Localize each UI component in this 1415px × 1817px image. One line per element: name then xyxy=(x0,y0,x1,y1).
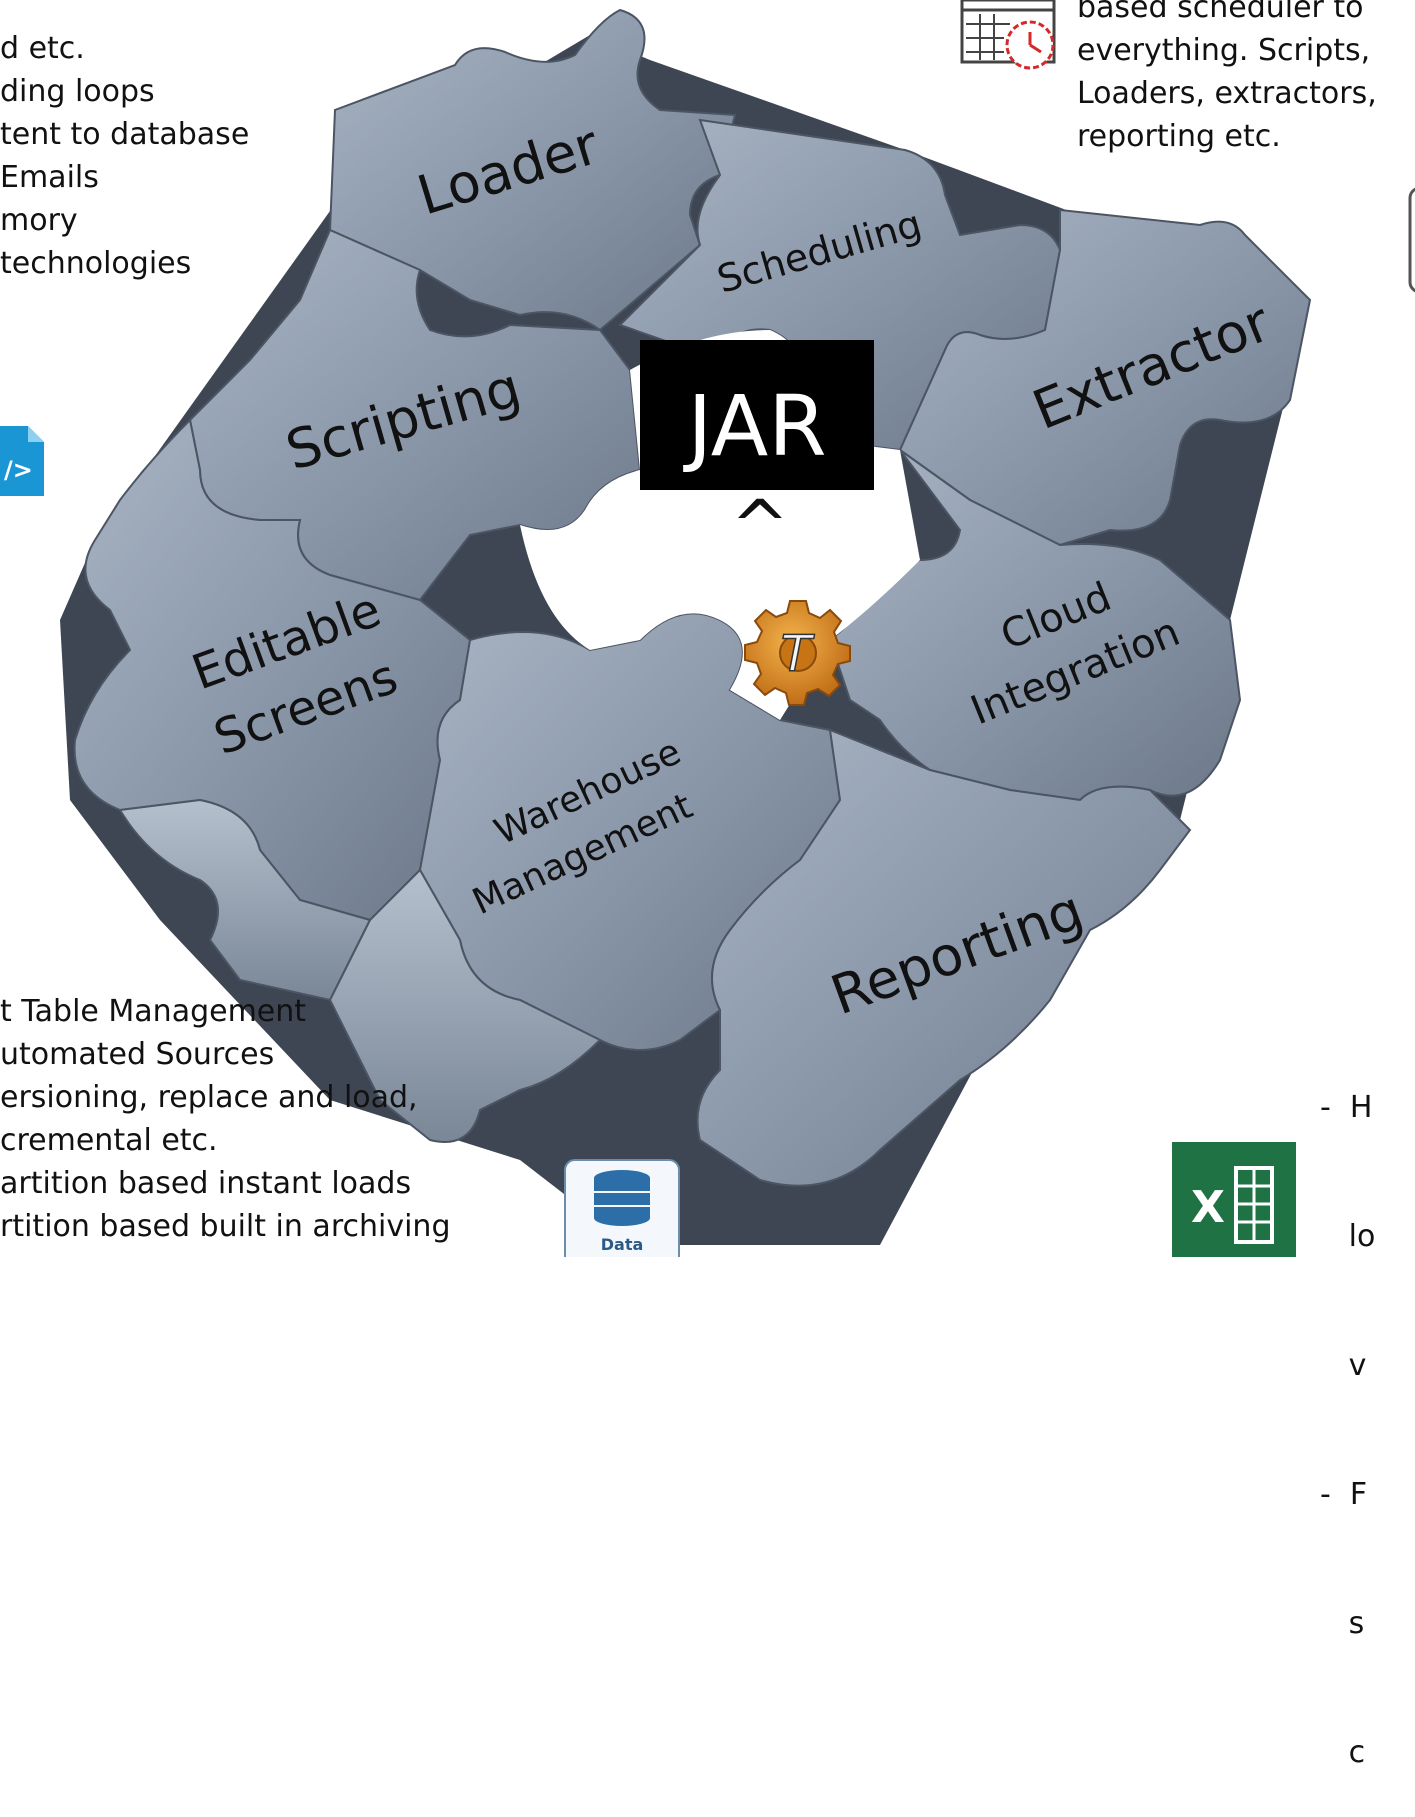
top-right-line: Loaders, extractors, xyxy=(1077,76,1377,111)
code-file-icon: /> xyxy=(0,426,44,496)
top-left-line: Emails xyxy=(0,160,99,195)
puzzle-piece-lower-left xyxy=(118,798,372,1002)
bottom-right-line: - F xyxy=(1320,1477,1368,1512)
diagram-canvas: Loader Scheduling Scripting Extractor Ed… xyxy=(0,0,1415,1770)
jar-label: JAR xyxy=(682,377,826,475)
bottom-right-text: - H lo v - F s c xyxy=(1320,1000,1375,1817)
database-label: Data xyxy=(601,1235,644,1254)
svg-text:/>: /> xyxy=(4,456,33,484)
excel-icon: X xyxy=(1172,1142,1296,1257)
top-left-line: ding loops xyxy=(0,74,155,109)
top-left-line: technologies xyxy=(0,246,192,281)
bottom-right-line: - H xyxy=(1320,1090,1373,1125)
bottom-left-line: artition based instant loads xyxy=(0,1166,412,1201)
bottom-left-line: t Table Management xyxy=(0,994,307,1029)
excel-letter: X xyxy=(1191,1182,1225,1233)
top-right-line: based scheduler to xyxy=(1077,0,1364,25)
top-left-line: mory xyxy=(0,203,78,238)
puzzle-piece-reporting xyxy=(696,728,1192,1187)
bottom-left-text: t Table Management utomated Sources ersi… xyxy=(0,990,450,1248)
puzzle-piece-loader xyxy=(328,8,737,332)
bottom-left-line: utomated Sources xyxy=(0,1037,275,1072)
top-left-line: tent to database xyxy=(0,117,250,152)
bottom-right-line: c xyxy=(1320,1735,1366,1770)
top-right-text: based scheduler to everything. Scripts, … xyxy=(1077,0,1377,158)
bottom-left-line: rtition based built in archiving xyxy=(0,1209,451,1244)
top-right-line: everything. Scripts, xyxy=(1077,33,1371,68)
puzzle-piece-extractor xyxy=(898,208,1312,547)
puzzle-piece-bottom xyxy=(328,868,602,1143)
bottom-right-line: v xyxy=(1320,1348,1367,1383)
bottom-left-line: ersioning, replace and load, xyxy=(0,1080,418,1115)
database-icon: Data xyxy=(564,1159,680,1257)
jar-box xyxy=(640,340,874,490)
puzzle-diagram: Loader Scheduling Scripting Extractor Ed… xyxy=(0,0,1415,1257)
calendar-clock-icon xyxy=(960,0,1056,70)
jar-arrow: ^ xyxy=(731,485,790,567)
gear-logo-icon: T xyxy=(744,600,851,706)
top-left-text: d etc. ding loops tent to database Email… xyxy=(0,27,249,285)
bottom-left-line: cremental etc. xyxy=(0,1123,218,1158)
bottom-right-line: s xyxy=(1320,1606,1365,1641)
bottom-right-line: lo xyxy=(1320,1219,1376,1254)
partial-panel xyxy=(1408,187,1415,293)
top-left-line: d etc. xyxy=(0,31,85,66)
top-right-line: reporting etc. xyxy=(1077,119,1281,154)
gear-letter: T xyxy=(781,625,815,683)
